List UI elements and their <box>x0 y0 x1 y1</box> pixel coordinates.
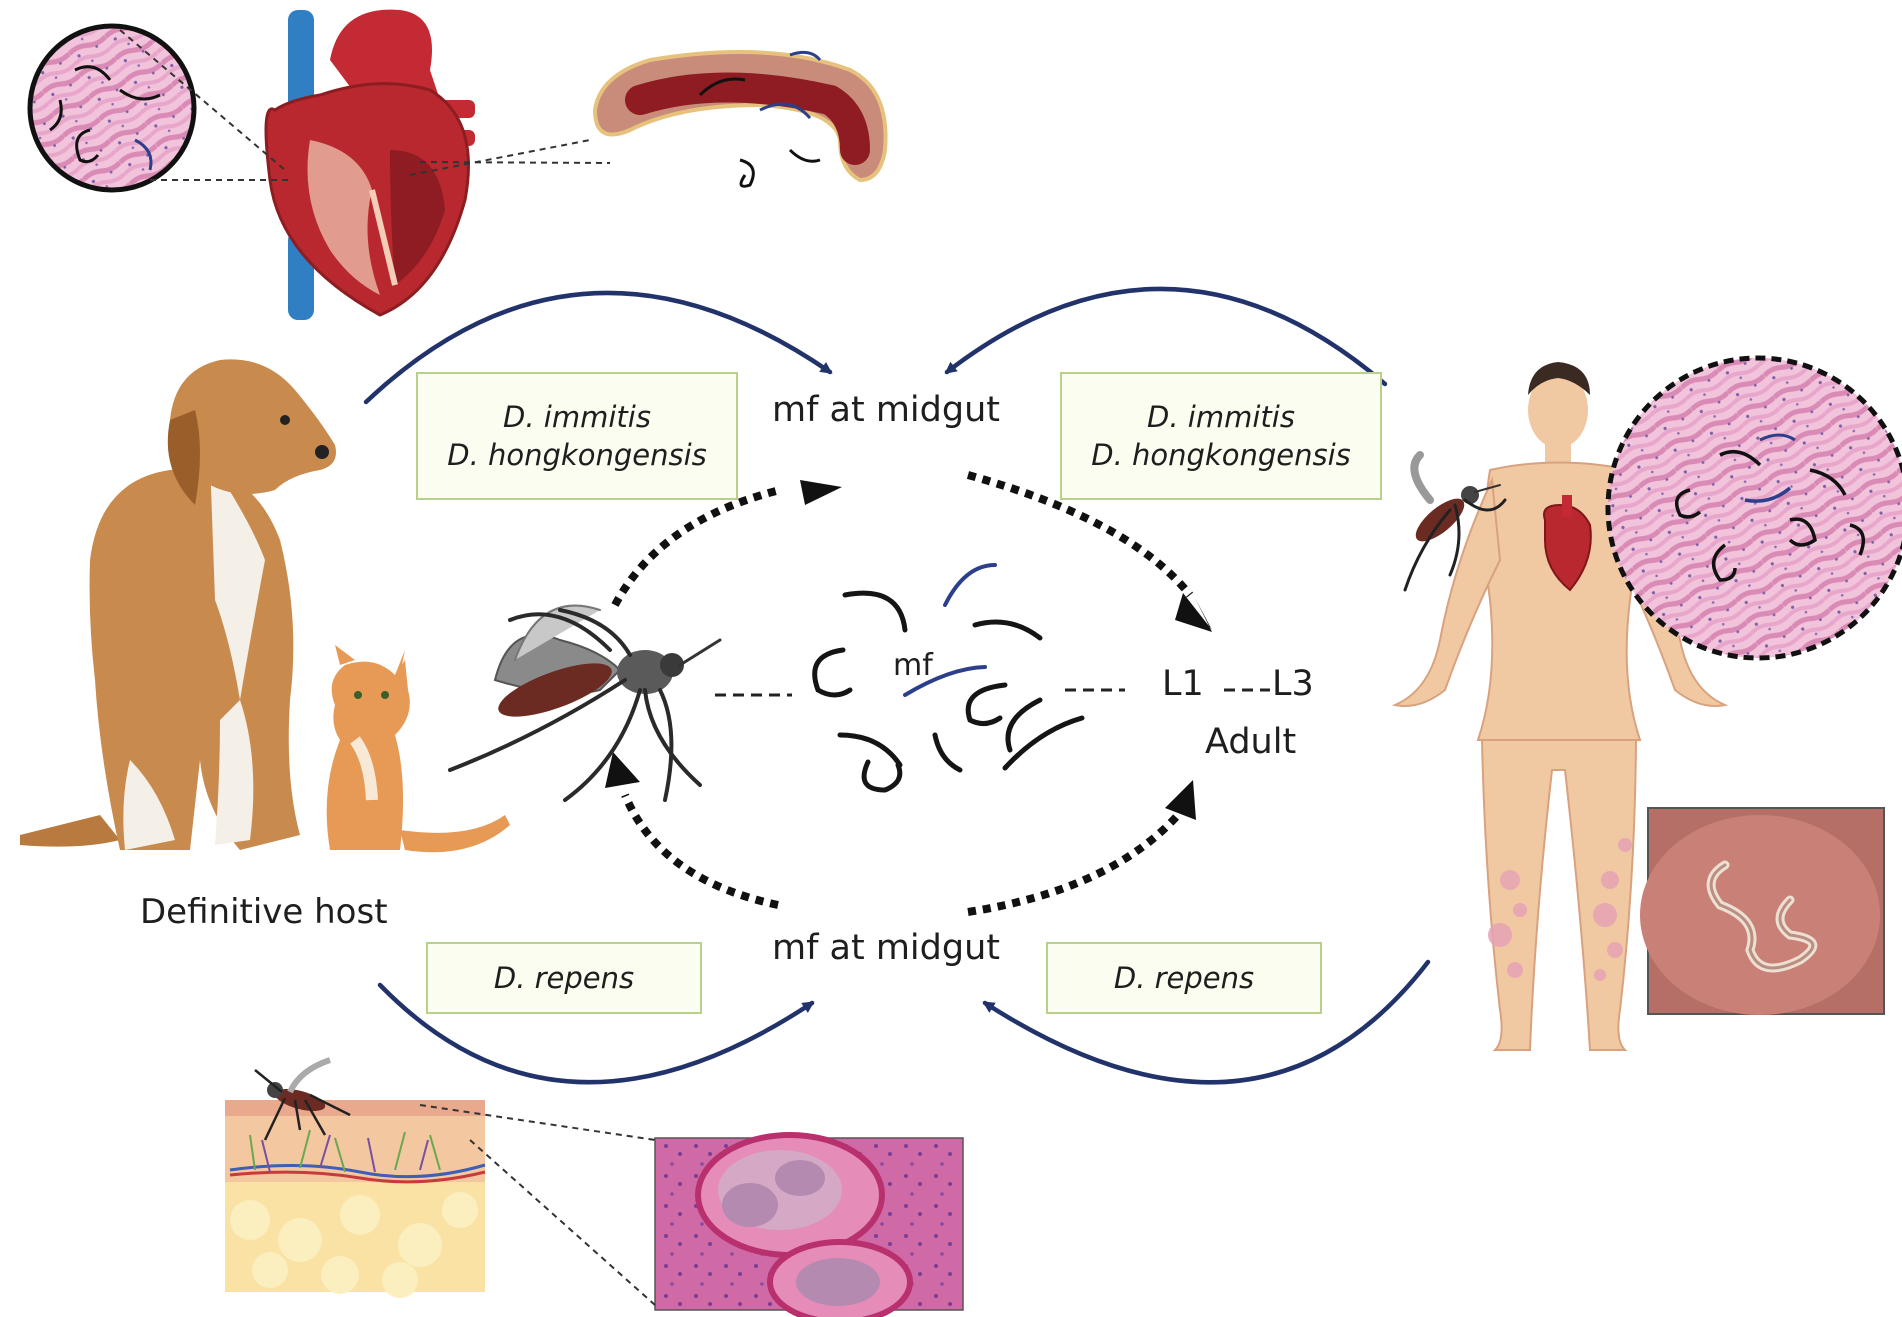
cat-icon <box>326 645 510 853</box>
mosquito-icon <box>1403 451 1507 592</box>
species-box-top-right: D. immitis D. hongkongensis <box>1060 372 1382 500</box>
histology-photo <box>654 1132 964 1317</box>
dashed-connectors <box>715 688 1270 697</box>
species-name: D. hongkongensis <box>1091 438 1351 472</box>
dotted-mosquito-to-midgut-top <box>611 486 781 607</box>
solid-arrows <box>363 286 1431 1085</box>
arrow-human-to-midgut-bottom <box>982 959 1431 1085</box>
zoom-lines-heart <box>119 29 611 181</box>
dotted-midgut-bottom-to-mosquito <box>621 793 779 909</box>
mosquito-icon <box>448 604 722 802</box>
heart-icon <box>264 9 475 320</box>
arrow-human-to-midgut-top <box>944 286 1388 387</box>
endoscopy-photo <box>1640 807 1885 1015</box>
adult-label: Adult <box>1205 722 1297 762</box>
histology-circle-icon <box>1605 355 1902 661</box>
arrow-dog-to-midgut-bottom <box>377 982 815 1085</box>
mf-at-midgut-bottom-label: mf at midgut <box>772 928 1000 968</box>
blood-vessel-icon <box>592 50 888 188</box>
mf-center-label: mf <box>893 648 933 683</box>
dotted-midgut-bottom-to-adult <box>967 812 1181 916</box>
dotted-midgut-top-to-l1 <box>966 471 1194 598</box>
arrow-dog-to-midgut-top <box>363 290 833 405</box>
species-box-top-left: D. immitis D. hongkongensis <box>416 372 738 500</box>
species-name: D. repens <box>493 961 635 995</box>
species-name: D. repens <box>1113 961 1255 995</box>
species-name: D. hongkongensis <box>447 438 707 472</box>
arrowhead-bottom-right <box>1165 780 1196 820</box>
species-name: D. immitis <box>1147 400 1295 434</box>
mf-at-midgut-top-label: mf at midgut <box>772 390 1000 430</box>
arrowhead-top-right <box>1175 593 1212 632</box>
arrowhead-left-bottom <box>605 752 640 788</box>
definitive-host-label: Definitive host <box>140 892 388 932</box>
skin-section-icon <box>225 1057 486 1298</box>
l1-label: L1 <box>1162 664 1204 704</box>
dotted-arrows <box>611 471 1194 916</box>
arrowhead-top-left <box>800 480 842 505</box>
zoom-lines-skin <box>419 1104 656 1306</box>
dog-icon <box>20 359 336 850</box>
histology-circle-icon <box>27 23 197 193</box>
microfilaria-icon <box>812 563 1085 793</box>
species-name: D. immitis <box>503 400 651 434</box>
dotted-arrowheads <box>605 480 1212 820</box>
l3-label: L3 <box>1272 664 1314 704</box>
species-box-bottom-left: D. repens <box>426 942 702 1014</box>
species-box-bottom-right: D. repens <box>1046 942 1322 1014</box>
